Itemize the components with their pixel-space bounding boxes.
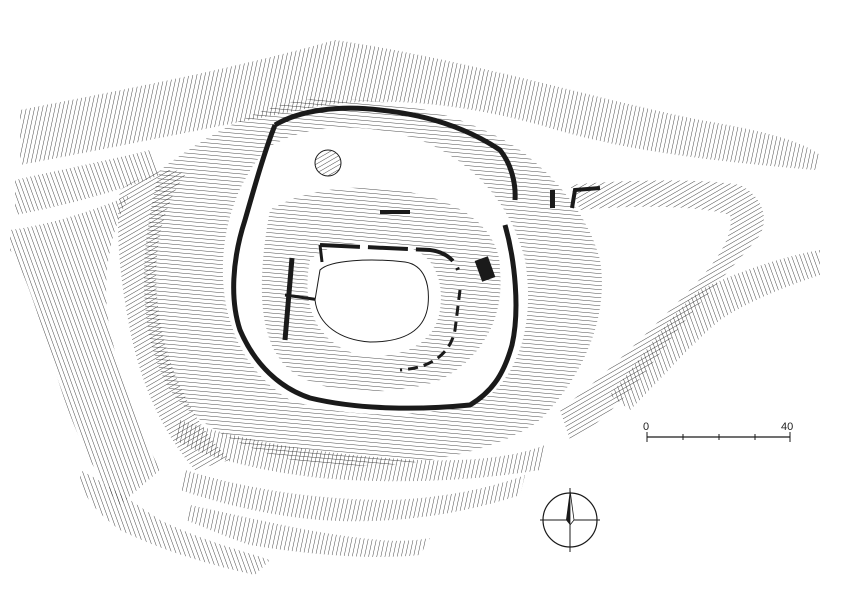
curtain-wall (231, 105, 519, 411)
well-circle (314, 149, 342, 177)
inner-courtyard (314, 259, 429, 343)
outer-bailey-slope (143, 99, 602, 466)
inner-wall-east (399, 289, 462, 372)
south-terrace-upper (175, 420, 545, 482)
inner-wall-west (282, 257, 295, 341)
scale-end-label: 40 (781, 421, 793, 433)
compass-north-arrow-icon (540, 488, 600, 552)
wall-fragment-north (380, 210, 410, 214)
keep-tower (474, 256, 496, 282)
inner-wall-cross (284, 244, 324, 302)
north-slope-band (20, 40, 820, 170)
south-terrace-lower (180, 470, 525, 522)
inner-wall-north (319, 243, 460, 271)
west-slope-band-mid (10, 195, 160, 505)
south-terrace-base (185, 505, 430, 557)
scale-start-label: 0 (643, 421, 649, 433)
scale-bar: 0 40 (643, 421, 793, 442)
east-spur (560, 180, 764, 440)
east-slope-lower (610, 250, 820, 410)
east-spur-wall (570, 186, 601, 209)
west-slope-band-outer (15, 150, 160, 215)
inner-ward-slope (261, 187, 501, 392)
west-ravine-band (80, 470, 270, 575)
gate-wall-east (550, 190, 555, 208)
